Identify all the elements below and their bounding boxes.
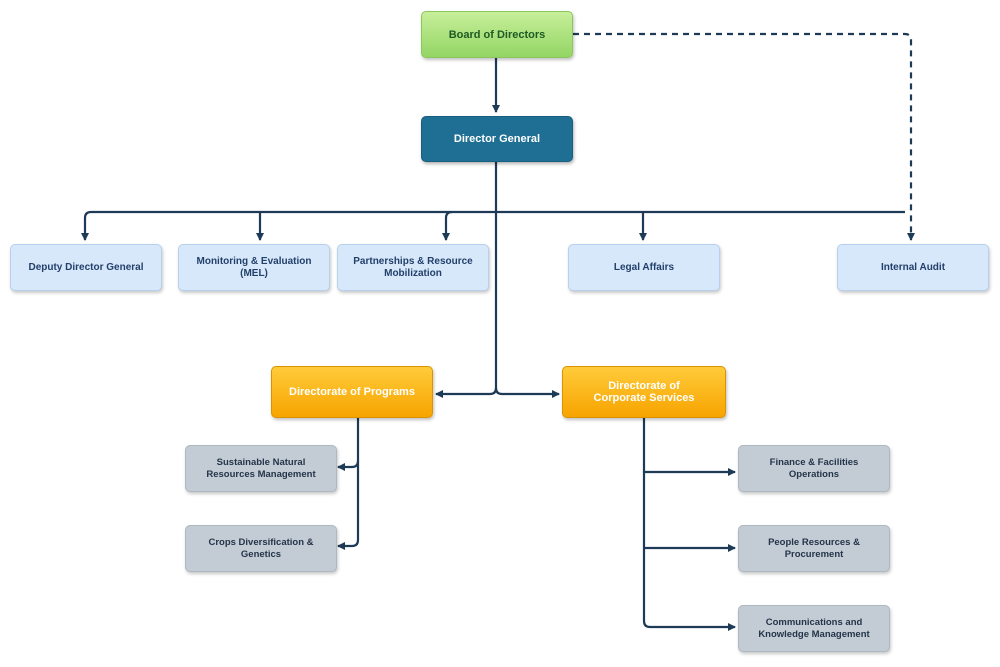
partnerships-resource-mobilization-box[interactable]: Partnerships & Resource Mobilization [337,244,489,291]
board-of-directors-box[interactable]: Board of Directors [421,11,573,58]
connector-programs-trunk [337,418,360,471]
connector-to-crops-diversification [337,461,360,550]
director-general-box[interactable]: Director General [421,116,573,162]
monitoring-evaluation-box[interactable]: Monitoring & Evaluation (MEL) [178,244,330,291]
finance-facilities-operations-box[interactable]: Finance & Facilities Operations [738,445,890,492]
crops-diversification-genetics-box[interactable]: Crops Diversification & Genetics [185,525,337,572]
sustainable-natural-resources-management-box[interactable]: Sustainable Natural Resources Management [185,445,337,492]
connector-to-deputy-director-general [81,210,92,241]
deputy-director-general-box[interactable]: Deputy Director General [10,244,162,291]
connector-board-to-internal-audit [573,32,915,241]
people-resources-procurement-box[interactable]: People Resources & Procurement [738,525,890,572]
directorate-of-programs-box[interactable]: Directorate of Programs [271,366,433,418]
connector-to-partnerships [442,210,453,241]
connector-to-directorate-corporate [494,387,560,398]
communications-knowledge-management-box[interactable]: Communications and Knowledge Management [738,605,890,652]
internal-audit-box[interactable]: Internal Audit [837,244,989,291]
connector-corporate-trunk [642,418,736,631]
legal-affairs-box[interactable]: Legal Affairs [568,244,720,291]
directorate-of-corporate-services-box[interactable]: Directorate of Corporate Services [562,366,726,418]
